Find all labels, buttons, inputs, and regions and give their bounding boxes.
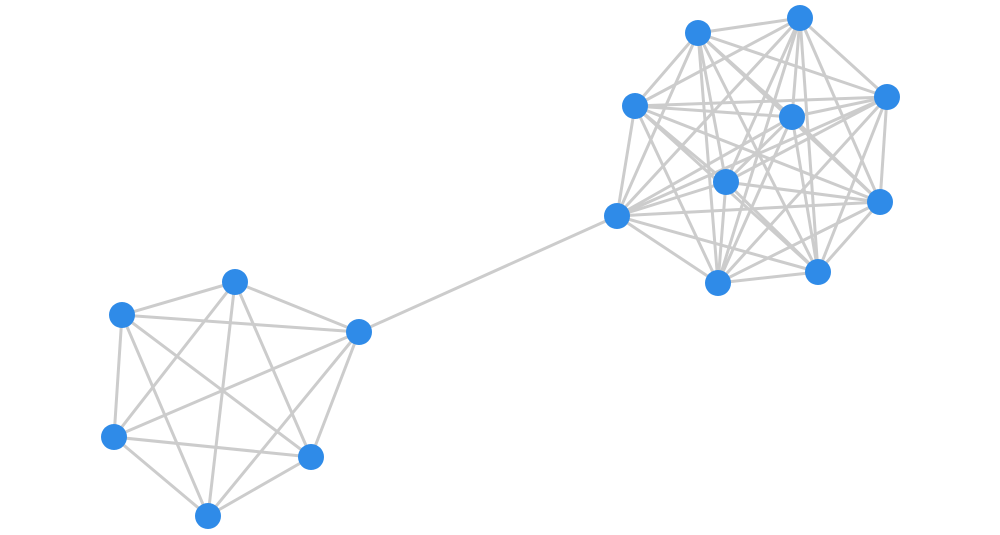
edge-11-14: [716, 95, 889, 285]
edge-1-4: [120, 313, 313, 459]
node-8[interactable]: [787, 5, 813, 31]
node-1[interactable]: [109, 302, 135, 328]
edge-10-15: [790, 115, 820, 274]
edge-7-8: [696, 16, 802, 35]
edge-7-9: [633, 31, 700, 108]
node-7[interactable]: [685, 20, 711, 46]
edge-0-2: [233, 280, 361, 334]
node-0[interactable]: [222, 269, 248, 295]
node-3[interactable]: [101, 424, 127, 450]
edge-6-14: [615, 214, 720, 285]
edge-13-15: [816, 200, 882, 274]
edge-6-9: [615, 104, 637, 218]
edge-8-13: [798, 16, 882, 204]
node-14[interactable]: [705, 270, 731, 296]
edge-6-8: [615, 16, 802, 218]
edge-6-15: [615, 214, 820, 274]
edge-4-5: [206, 455, 313, 518]
edge-12-14: [716, 180, 728, 285]
edge-layer: [112, 16, 889, 518]
node-9[interactable]: [622, 93, 648, 119]
node-15[interactable]: [805, 259, 831, 285]
edge-10-13: [790, 115, 882, 204]
edge-11-13: [878, 95, 889, 204]
edge-0-1: [120, 280, 237, 317]
edge-12-13: [724, 180, 882, 204]
edge-8-9: [633, 16, 802, 108]
edge-9-11: [633, 95, 889, 108]
edge-10-11: [790, 95, 889, 119]
edge-2-5: [206, 330, 361, 518]
node-layer: [101, 5, 900, 529]
edge-12-15: [724, 180, 820, 274]
edge-11-15: [816, 95, 889, 274]
edge-0-5: [206, 280, 237, 518]
node-13[interactable]: [867, 189, 893, 215]
edge-2-3: [112, 330, 361, 439]
edge-10-14: [716, 115, 794, 285]
edge-11-12: [724, 95, 889, 184]
edge-10-12: [724, 115, 794, 184]
node-12[interactable]: [713, 169, 739, 195]
node-4[interactable]: [298, 444, 324, 470]
edge-8-15: [798, 16, 820, 274]
edge-3-5: [112, 435, 210, 518]
edge-3-4: [112, 435, 313, 459]
edge-2-4: [309, 330, 361, 459]
edge-7-14: [696, 31, 720, 285]
edge-1-2: [120, 313, 361, 334]
edge-9-10: [633, 104, 794, 119]
node-6[interactable]: [604, 203, 630, 229]
node-11[interactable]: [874, 84, 900, 110]
edge-7-11: [696, 31, 889, 99]
edge-9-13: [633, 104, 882, 204]
edge-2-6: [357, 214, 619, 334]
edge-9-14: [633, 104, 720, 285]
edge-14-15: [716, 270, 820, 285]
edge-8-11: [798, 16, 889, 99]
edge-0-3: [112, 280, 237, 439]
edge-13-14: [716, 200, 882, 285]
node-5[interactable]: [195, 503, 221, 529]
edge-6-12: [615, 180, 728, 218]
edge-1-3: [112, 313, 124, 439]
node-10[interactable]: [779, 104, 805, 130]
edge-7-12: [696, 31, 728, 184]
node-2[interactable]: [346, 319, 372, 345]
